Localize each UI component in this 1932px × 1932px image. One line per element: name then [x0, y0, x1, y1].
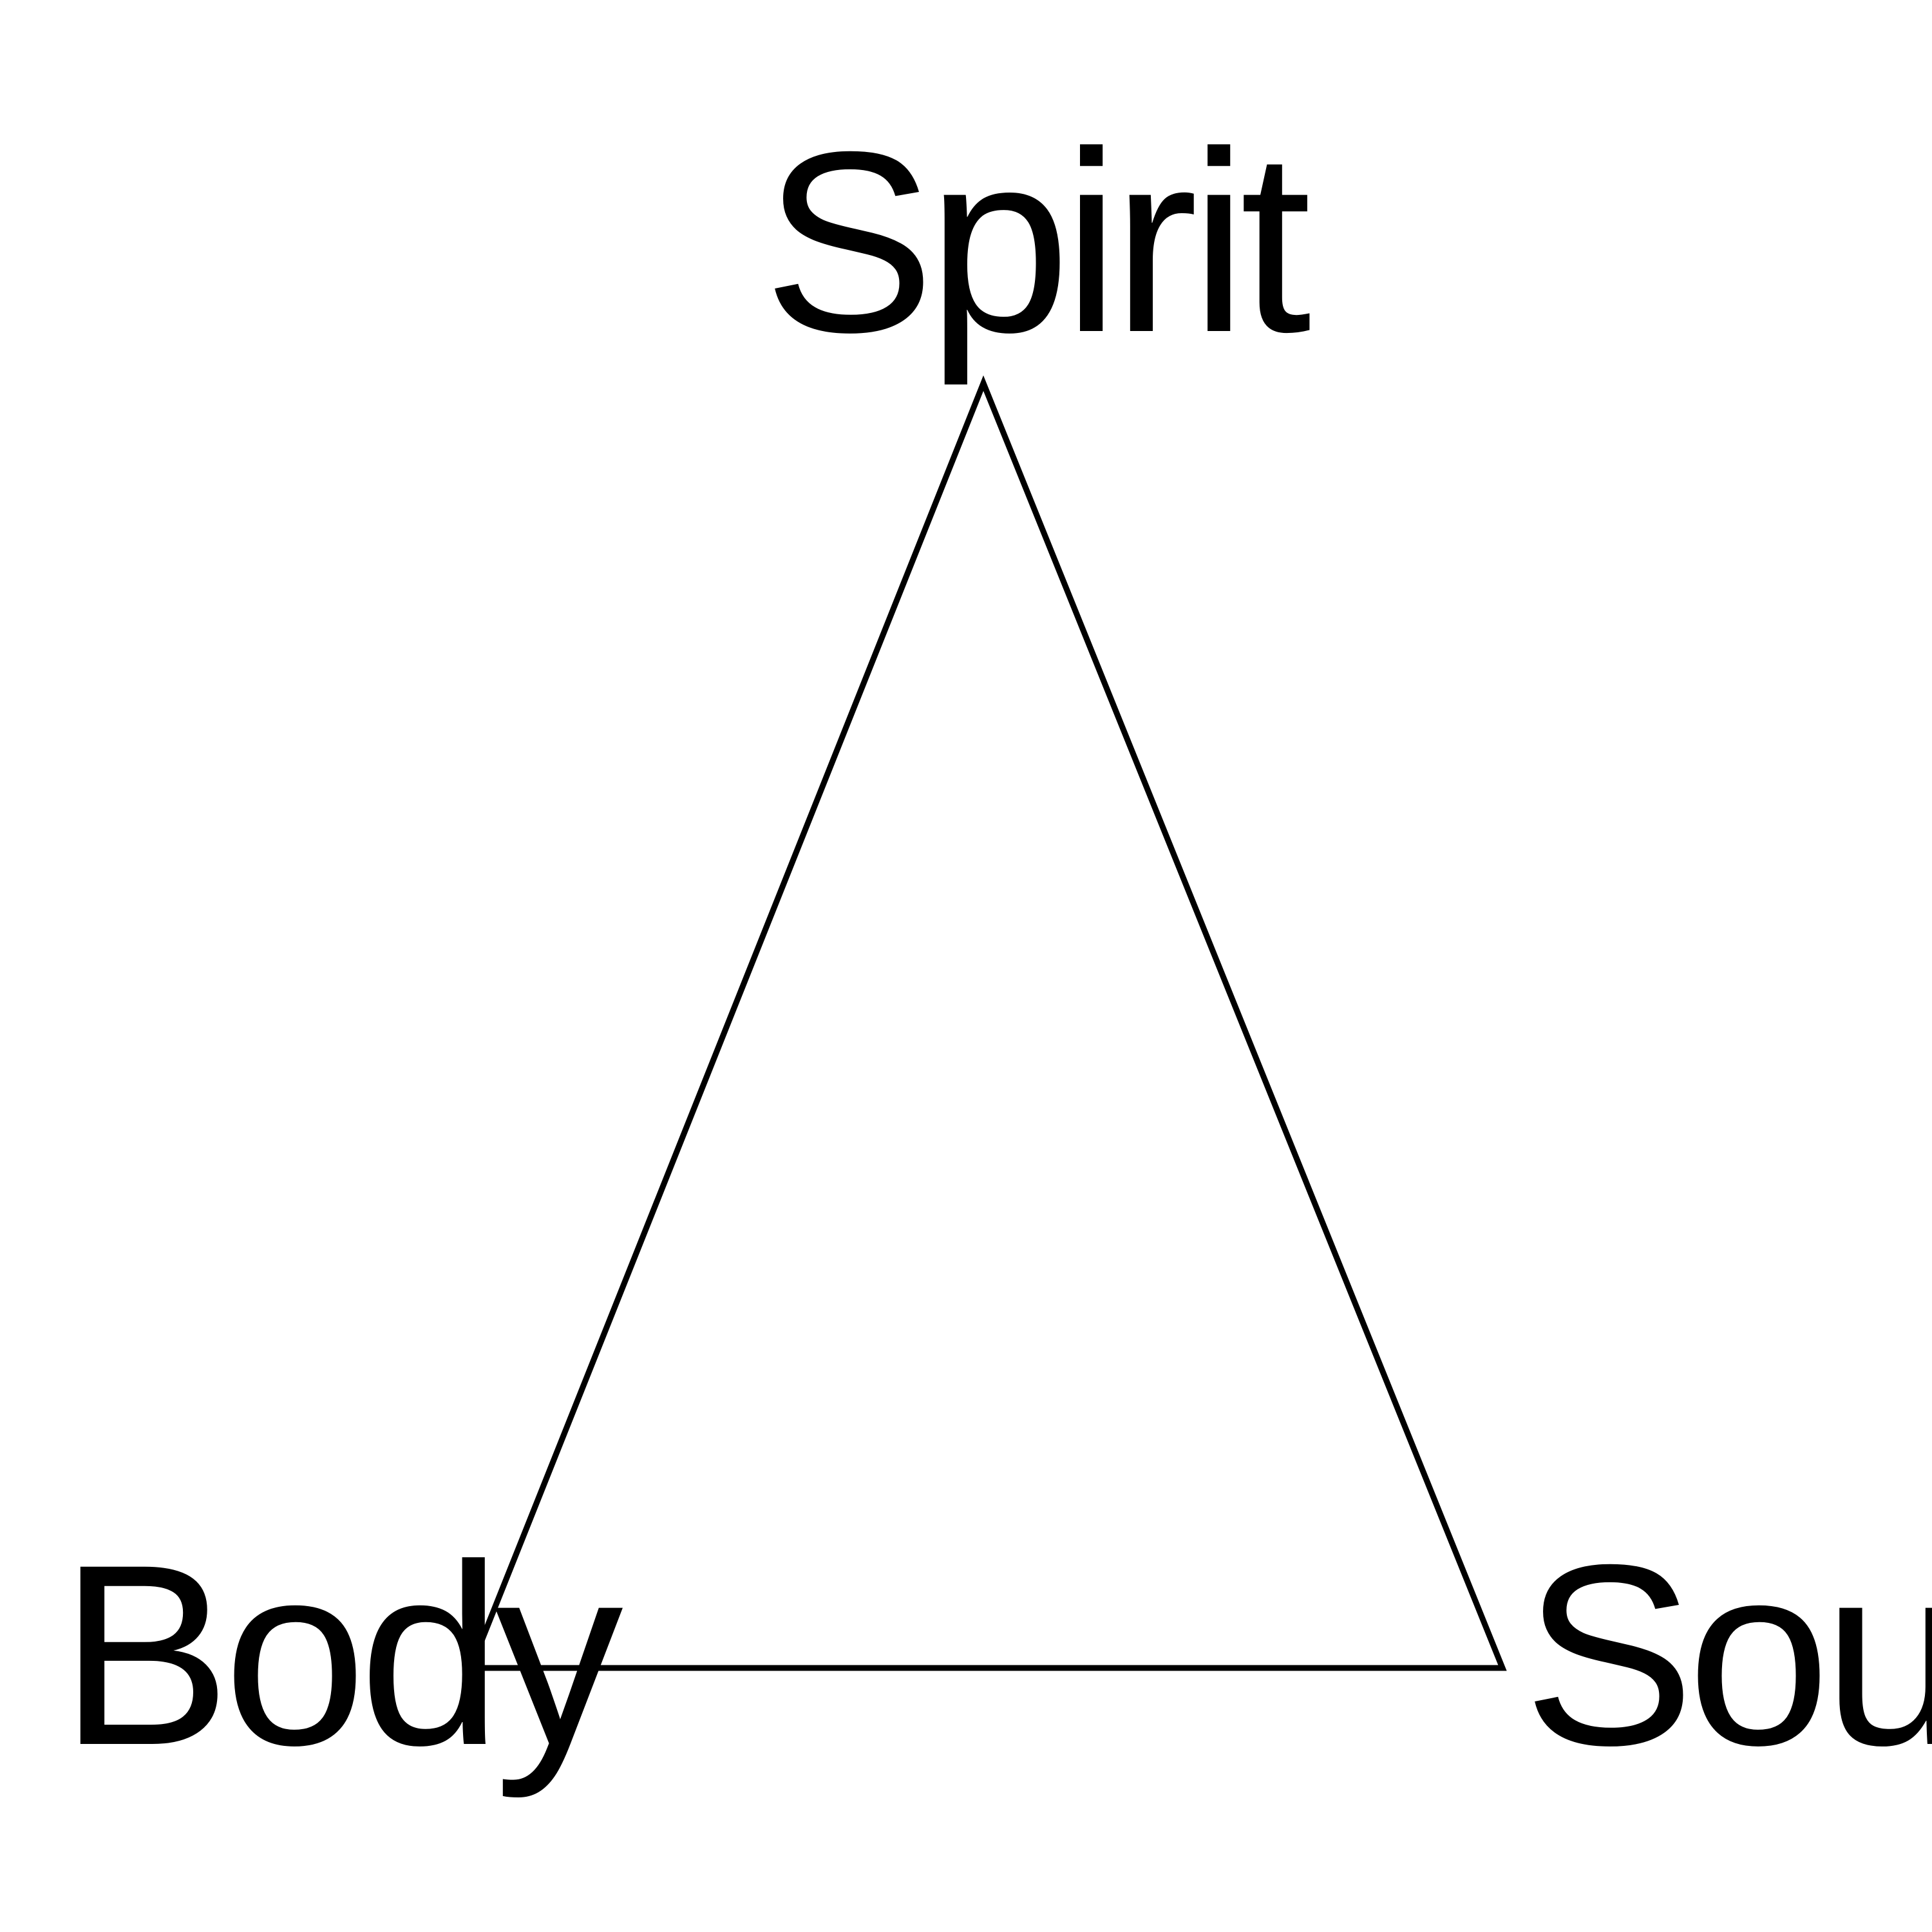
triangle-outline: [466, 375, 1507, 1671]
node-label-soul: Soul: [1523, 1511, 1932, 1799]
node-label-body: Body: [59, 1511, 623, 1799]
node-label-spirit: Spirit: [763, 98, 1311, 386]
